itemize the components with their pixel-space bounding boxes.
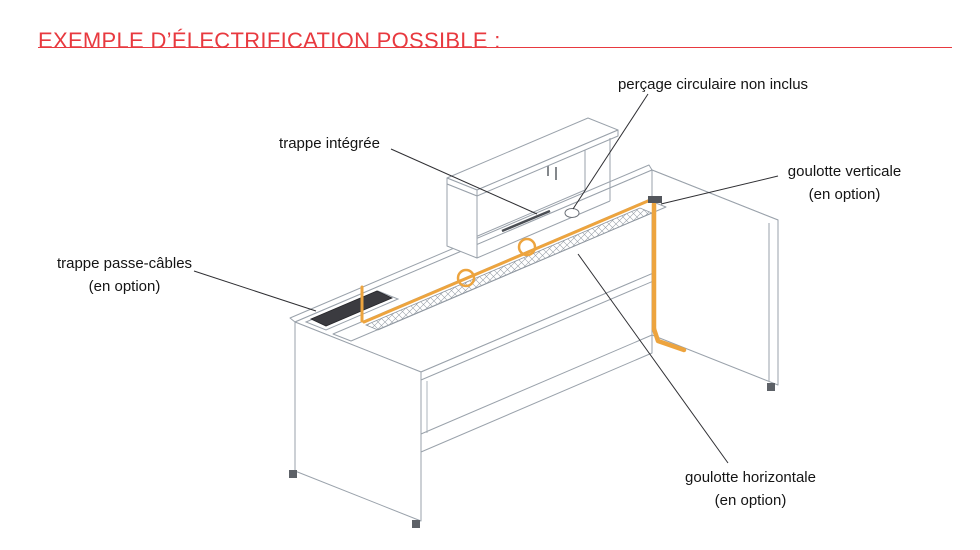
desk-feet [289,383,775,528]
leader-lines [193,93,779,464]
callout-goulotte-horizontale: goulotte horizontale (en option) [668,466,833,512]
callout-goulotte-verticale-label: goulotte verticale [787,163,902,180]
callout-goulotte-horizontale-option: (en option) [714,492,787,509]
callout-trappe-integree-label: trappe intégrée [279,135,380,152]
leader-trappe-integree [390,148,538,215]
callout-trappe-integree: trappe intégrée [262,132,397,155]
leader-goulotte-horizontale [577,253,729,464]
duct-top-bracket [648,196,662,203]
page-title: EXEMPLE D’ÉLECTRIFICATION POSSIBLE : [38,27,501,53]
title-underline [38,47,952,48]
callout-goulotte-verticale: goulotte verticale (en option) [772,160,917,206]
callout-trappe-passe-cables-option: (en option) [88,278,161,295]
callout-trappe-passe-cables-label: trappe passe-câbles [56,255,193,272]
callout-goulotte-horizontale-label: goulotte horizontale [685,469,816,486]
integrated-trap [501,209,551,233]
grommet-hole [564,208,580,218]
leader-goulotte-verticale [660,175,779,205]
callout-percage-label: perçage circulaire non inclus [617,76,809,93]
leader-trappe-passe-cables [193,270,317,312]
hutch-cabinet [446,117,619,259]
cable-trap-cover [304,290,400,331]
callout-percage-circulaire: perçage circulaire non inclus [598,73,828,96]
callout-goulotte-verticale-option: (en option) [808,186,881,203]
callout-trappe-passe-cables: trappe passe-câbles (en option) [42,252,207,298]
leader-percage [572,93,649,210]
orange-cabling [360,199,687,353]
